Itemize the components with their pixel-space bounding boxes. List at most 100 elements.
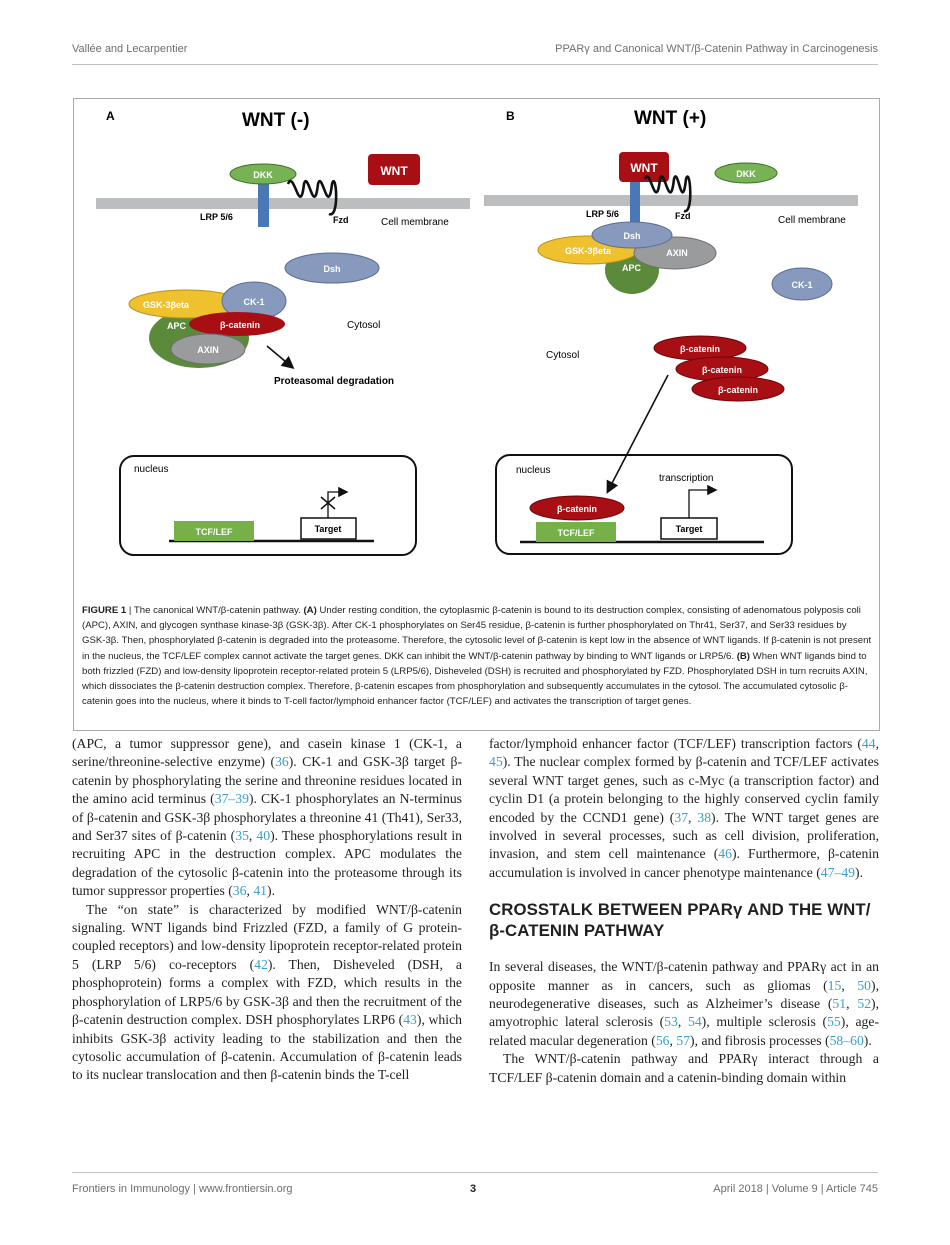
caption-intro: | The canonical WNT/β-catenin pathway. xyxy=(126,605,304,616)
citation-link[interactable]: 58–60 xyxy=(829,1032,864,1048)
header-running-title: PPARγ and Canonical WNT/β-Catenin Pathwa… xyxy=(555,43,878,55)
left-paragraph-2: The “on state” is characterized by modif… xyxy=(72,901,462,1085)
citation-link[interactable]: 45 xyxy=(489,754,503,770)
citation-link[interactable]: 55 xyxy=(827,1014,841,1030)
panel-b-ck1-label: CK-1 xyxy=(791,280,812,290)
panel-a-cytosol-label: Cytosol xyxy=(347,320,380,331)
caption-a-label: (A) xyxy=(303,605,317,616)
panel-a-degradation-label: Proteasomal degradation xyxy=(274,376,394,387)
figure-caption: FIGURE 1 | The canonical WNT/β-catenin p… xyxy=(82,603,872,709)
citation-link[interactable]: 36 xyxy=(275,754,289,770)
panel-b-fzd-receptor xyxy=(643,175,692,213)
text: ). The WNT target genes are involved in … xyxy=(489,809,880,862)
citation-link[interactable]: 41 xyxy=(253,883,268,899)
header-rule xyxy=(72,64,878,65)
panel-b-gsk-label: GSK-3βeta xyxy=(565,246,612,256)
panel-b-cytosol-label: Cytosol xyxy=(546,350,579,361)
panel-a-axin-label: AXIN xyxy=(197,345,219,355)
panel-a-wnt xyxy=(368,154,420,185)
panel-a-nucleus-label: nucleus xyxy=(134,464,168,475)
text: ). xyxy=(855,864,863,880)
panel-b-nucleus-label: nucleus xyxy=(516,465,550,476)
panel-b-bcatenin-nuclear-label: β-catenin xyxy=(557,504,597,514)
text: , xyxy=(846,996,858,1012)
panel-a-target-label: Target xyxy=(315,524,342,534)
caption-a-text: Under resting condition, the cytoplasmic… xyxy=(82,605,872,662)
panel-a-membrane-label: Cell membrane xyxy=(381,217,449,228)
text: ), age-related macular degeneration ( xyxy=(489,1014,879,1048)
panel-a-dkk-label: DKK xyxy=(253,170,273,180)
text: ), neurodegenerative diseases, such as A… xyxy=(489,977,879,1012)
citation-link[interactable]: 56 xyxy=(655,1032,670,1048)
caption-b-text: When WNT ligands bind to both frizzled (… xyxy=(82,650,868,708)
citation-link[interactable]: 44 xyxy=(861,736,876,751)
panel-b-nucleus xyxy=(495,454,793,555)
text: ). These phosphorylations result in recr… xyxy=(72,828,462,899)
panel-b-axin-label: AXIN xyxy=(666,248,688,258)
panel-a-lrp-label: LRP 5/6 xyxy=(200,212,233,222)
panel-b-bcatenin-1-label: β-catenin xyxy=(680,344,720,354)
text: ). The nuclear complex formed by β-caten… xyxy=(489,754,879,825)
panel-b-wnt-label: WNT xyxy=(630,161,658,175)
text: , xyxy=(669,1032,677,1048)
panel-a-degradation-arrow xyxy=(266,345,295,370)
citation-link[interactable]: 52 xyxy=(857,996,872,1012)
citation-link[interactable]: 37–39 xyxy=(214,791,249,807)
text: , xyxy=(248,828,257,844)
panel-b-dkk-label: DKK xyxy=(736,169,756,179)
citation-link[interactable]: 15 xyxy=(827,977,842,993)
right-paragraph-1: factor/lymphoid enhancer factor (TCF/LEF… xyxy=(489,735,879,882)
text: , xyxy=(677,1014,688,1030)
right-paragraph-2: In several diseases, the WNT/β-catenin p… xyxy=(489,958,879,1050)
caption-b-label: (B) xyxy=(736,650,751,662)
panel-a-bcatenin-label: β-catenin xyxy=(220,320,260,330)
citation-link[interactable]: 51 xyxy=(832,996,847,1012)
panel-b-cell-membrane xyxy=(484,195,858,206)
text: ), multiple sclerosis ( xyxy=(701,1014,828,1030)
panel-a-tcf-label: TCF/LEF xyxy=(196,527,233,537)
panel-b-bcatenin-2-label: β-catenin xyxy=(702,365,742,375)
panel-a-apc-label: APC xyxy=(167,321,187,331)
panel-a-blocked-transcription-arrow xyxy=(327,486,349,518)
left-column: (APC, a tumor suppressor gene), and case… xyxy=(72,735,462,1085)
citation-link[interactable]: 57 xyxy=(676,1032,691,1048)
citation-link[interactable]: 46 xyxy=(718,846,732,862)
header-authors: Vallée and Lecarpentier xyxy=(72,43,188,55)
citation-link[interactable]: 54 xyxy=(687,1014,702,1030)
panel-b-transcription-arrow xyxy=(688,484,718,518)
citation-link[interactable]: 42 xyxy=(254,956,268,972)
panel-b-apc-label: APC xyxy=(622,263,642,273)
citation-link[interactable]: 36 xyxy=(232,883,247,899)
panel-a-axin xyxy=(170,333,246,365)
footer-issue: April 2018 | Volume 9 | Article 745 xyxy=(713,1183,878,1195)
panel-a-tcf xyxy=(174,521,254,541)
text: factor/lymphoid enhancer factor (TCF/LEF… xyxy=(489,736,862,751)
footer-journal[interactable]: Frontiers in Immunology | www.frontiersi… xyxy=(72,1183,293,1195)
text: The WNT/β-catenin pathway and PPARγ inte… xyxy=(489,1051,879,1085)
citation-link[interactable]: 47–49 xyxy=(820,864,856,880)
citation-link[interactable]: 40 xyxy=(256,828,271,844)
panel-b-tcf xyxy=(536,522,616,542)
citation-link[interactable]: 38 xyxy=(697,809,712,825)
panel-b-nuclear-translocation-arrow xyxy=(606,374,669,494)
citation-link[interactable]: 43 xyxy=(403,1012,417,1028)
panel-a-nucleus xyxy=(119,455,417,556)
citation-link[interactable]: 53 xyxy=(664,1014,678,1030)
figure-diagram: A WNT (-) DKK WNT LRP 5/6 Fzd Cell membr… xyxy=(96,108,858,556)
panel-b-letter: B xyxy=(506,109,515,123)
text: , xyxy=(841,977,858,993)
citation-link[interactable]: 35 xyxy=(235,828,249,844)
footer-rule xyxy=(72,1172,878,1173)
text: The “on state” is characterized by modif… xyxy=(72,901,462,972)
panel-a-block-x2 xyxy=(320,496,336,510)
panel-b-transcription-label: transcription xyxy=(659,473,713,484)
citation-link[interactable]: 50 xyxy=(857,977,872,993)
citation-link[interactable]: 37 xyxy=(674,809,689,825)
text: ), amyotrophic lateral sclerosis ( xyxy=(489,996,880,1030)
panel-a-ck1-label: CK-1 xyxy=(243,297,264,307)
panel-a-bcatenin xyxy=(189,312,285,336)
text: In several diseases, the WNT/β-catenin p… xyxy=(489,959,879,993)
panel-a-dsh xyxy=(284,252,380,284)
panel-b-bcatenin-nuclear xyxy=(529,495,625,521)
section-heading: CROSSTALK BETWEEN PPARγ AND THE WNT/β-CA… xyxy=(489,900,871,941)
